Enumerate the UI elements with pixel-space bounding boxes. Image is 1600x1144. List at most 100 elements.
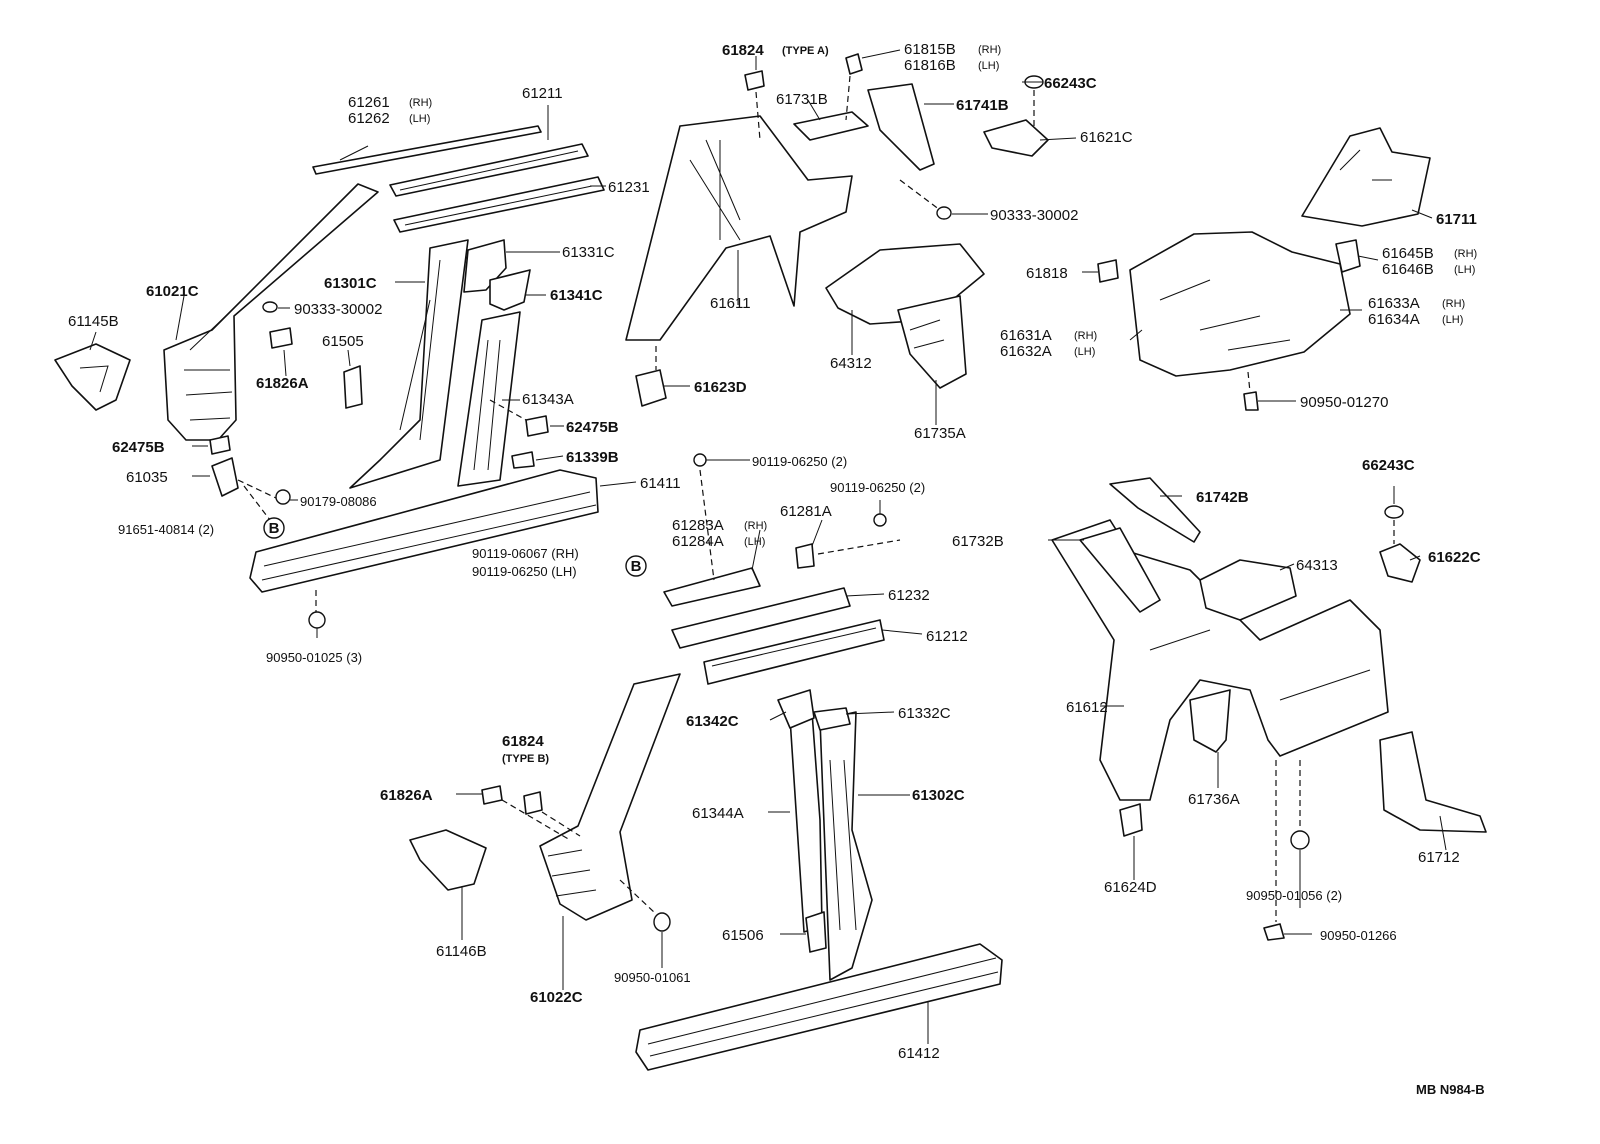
label-61343a: 61343A: [522, 391, 574, 408]
label-61732b: 61732B: [952, 533, 1004, 550]
label-61021c: 61021C: [146, 283, 199, 300]
part-61231: [393, 176, 605, 233]
part-labels: 61824 (TYPE A) 61815B (RH) 61816B (LH) 6…: [68, 41, 1485, 1097]
part-61826a-top: [269, 327, 293, 349]
part-61232: [671, 587, 851, 649]
label-61283a: 61283A: [672, 517, 724, 534]
part-90119-06250-a: [693, 453, 707, 467]
part-61146b: [409, 829, 487, 891]
part-61815b: [845, 53, 863, 75]
circle-marker-b-2: B: [625, 555, 647, 577]
label-61611: 61611: [710, 295, 751, 312]
part-61824a: [744, 70, 765, 91]
label-61342c: 61342C: [686, 713, 739, 730]
label-61633a: 61633A: [1368, 295, 1420, 312]
label-61281a: 61281A: [780, 503, 832, 520]
label-61711: 61711: [1436, 211, 1477, 228]
label-61505: 61505: [322, 333, 364, 350]
label-61815b: 61815B: [904, 41, 956, 58]
label-61022c: 61022C: [530, 989, 583, 1006]
part-61301c: [349, 239, 469, 489]
label-61339b: 61339B: [566, 449, 619, 466]
svg-text:(RH): (RH): [978, 44, 1001, 56]
label-61624d: 61624D: [1104, 879, 1157, 896]
part-61339b: [511, 451, 535, 469]
part-90950-01025: [308, 611, 326, 629]
svg-text:(RH): (RH): [1454, 248, 1477, 260]
svg-text:(LH): (LH): [1442, 314, 1463, 326]
label-61623d: 61623D: [694, 379, 747, 396]
part-61506: [805, 911, 827, 953]
label-90333-30002-b: 90333-30002: [990, 207, 1078, 224]
part-61624d: [1119, 803, 1143, 837]
svg-text:(LH): (LH): [1074, 346, 1095, 358]
part-61611: [625, 115, 853, 341]
part-61826a-bottom: [481, 785, 503, 805]
label-61826a-bottom: 61826A: [380, 787, 433, 804]
part-61712: [1379, 731, 1487, 833]
part-61505: [343, 365, 363, 409]
svg-text:(LH): (LH): [409, 113, 430, 125]
label-61344a: 61344A: [692, 805, 744, 822]
svg-text:(LH): (LH): [978, 60, 999, 72]
svg-text:(LH): (LH): [744, 536, 765, 548]
label-61035: 61035: [126, 469, 168, 486]
part-61711: [1301, 127, 1431, 227]
part-61731b: [793, 111, 869, 141]
label-61631a: 61631A: [1000, 327, 1052, 344]
part-61212: [703, 619, 885, 685]
label-90119-06250-b: 90119-06250 (2): [830, 480, 925, 495]
label-61826a-top: 61826A: [256, 375, 309, 392]
label-90950-01061: 90950-01061: [614, 970, 691, 985]
part-61302c: [819, 711, 873, 981]
part-61261: [312, 125, 542, 175]
part-90333-30002-a: [262, 301, 278, 313]
label-61301c: 61301C: [324, 275, 377, 292]
part-61022c: [539, 673, 681, 921]
part-61622c: [1379, 543, 1421, 583]
svg-text:(LH): (LH): [1454, 264, 1475, 276]
svg-text:(RH): (RH): [1074, 330, 1097, 342]
part-61281a: [795, 543, 815, 569]
label-90950-01025: 90950-01025 (3): [266, 650, 362, 665]
part-61283a: [663, 567, 761, 607]
label-61302c: 61302C: [912, 787, 965, 804]
part-90950-01270: [1243, 391, 1259, 411]
label-61332c: 61332C: [898, 705, 951, 722]
svg-text:B: B: [269, 520, 280, 537]
svg-text:B: B: [631, 558, 642, 575]
label-61824b-type: (TYPE B): [502, 753, 549, 765]
label-61632a: 61632A: [1000, 343, 1052, 360]
part-66243c-right: [1384, 505, 1404, 519]
part-61344a: [789, 711, 823, 933]
label-61211: 61211: [522, 85, 563, 102]
part-61342c: [777, 689, 815, 729]
label-61145b: 61145B: [68, 313, 119, 330]
label-61645b: 61645B: [1382, 245, 1434, 262]
label-64313: 64313: [1296, 557, 1338, 574]
part-61343a: [457, 311, 521, 487]
svg-text:(RH): (RH): [1442, 298, 1465, 310]
label-61816b: 61816B: [904, 57, 956, 74]
part-61742b: [1109, 477, 1201, 543]
part-61411: [249, 469, 599, 593]
label-61741b: 61741B: [956, 97, 1009, 114]
label-61331c: 61331C: [562, 244, 615, 261]
part-61332c: [813, 707, 851, 731]
label-61506: 61506: [722, 927, 764, 944]
label-61621c: 61621C: [1080, 129, 1133, 146]
part-61341c: [489, 269, 531, 311]
part-61736a: [1189, 689, 1231, 753]
part-62475b-left: [209, 435, 231, 455]
part-61623d: [635, 369, 667, 407]
label-61824b: 61824: [502, 733, 544, 750]
label-90950-01266: 90950-01266: [1320, 928, 1397, 943]
label-61712: 61712: [1418, 849, 1460, 866]
label-61261: 61261: [348, 94, 390, 111]
part-61824b: [523, 791, 543, 815]
label-61731b: 61731B: [776, 91, 828, 108]
label-61262: 61262: [348, 110, 390, 127]
part-90950-01061: [653, 912, 671, 932]
label-62475b-left: 62475B: [112, 439, 165, 456]
